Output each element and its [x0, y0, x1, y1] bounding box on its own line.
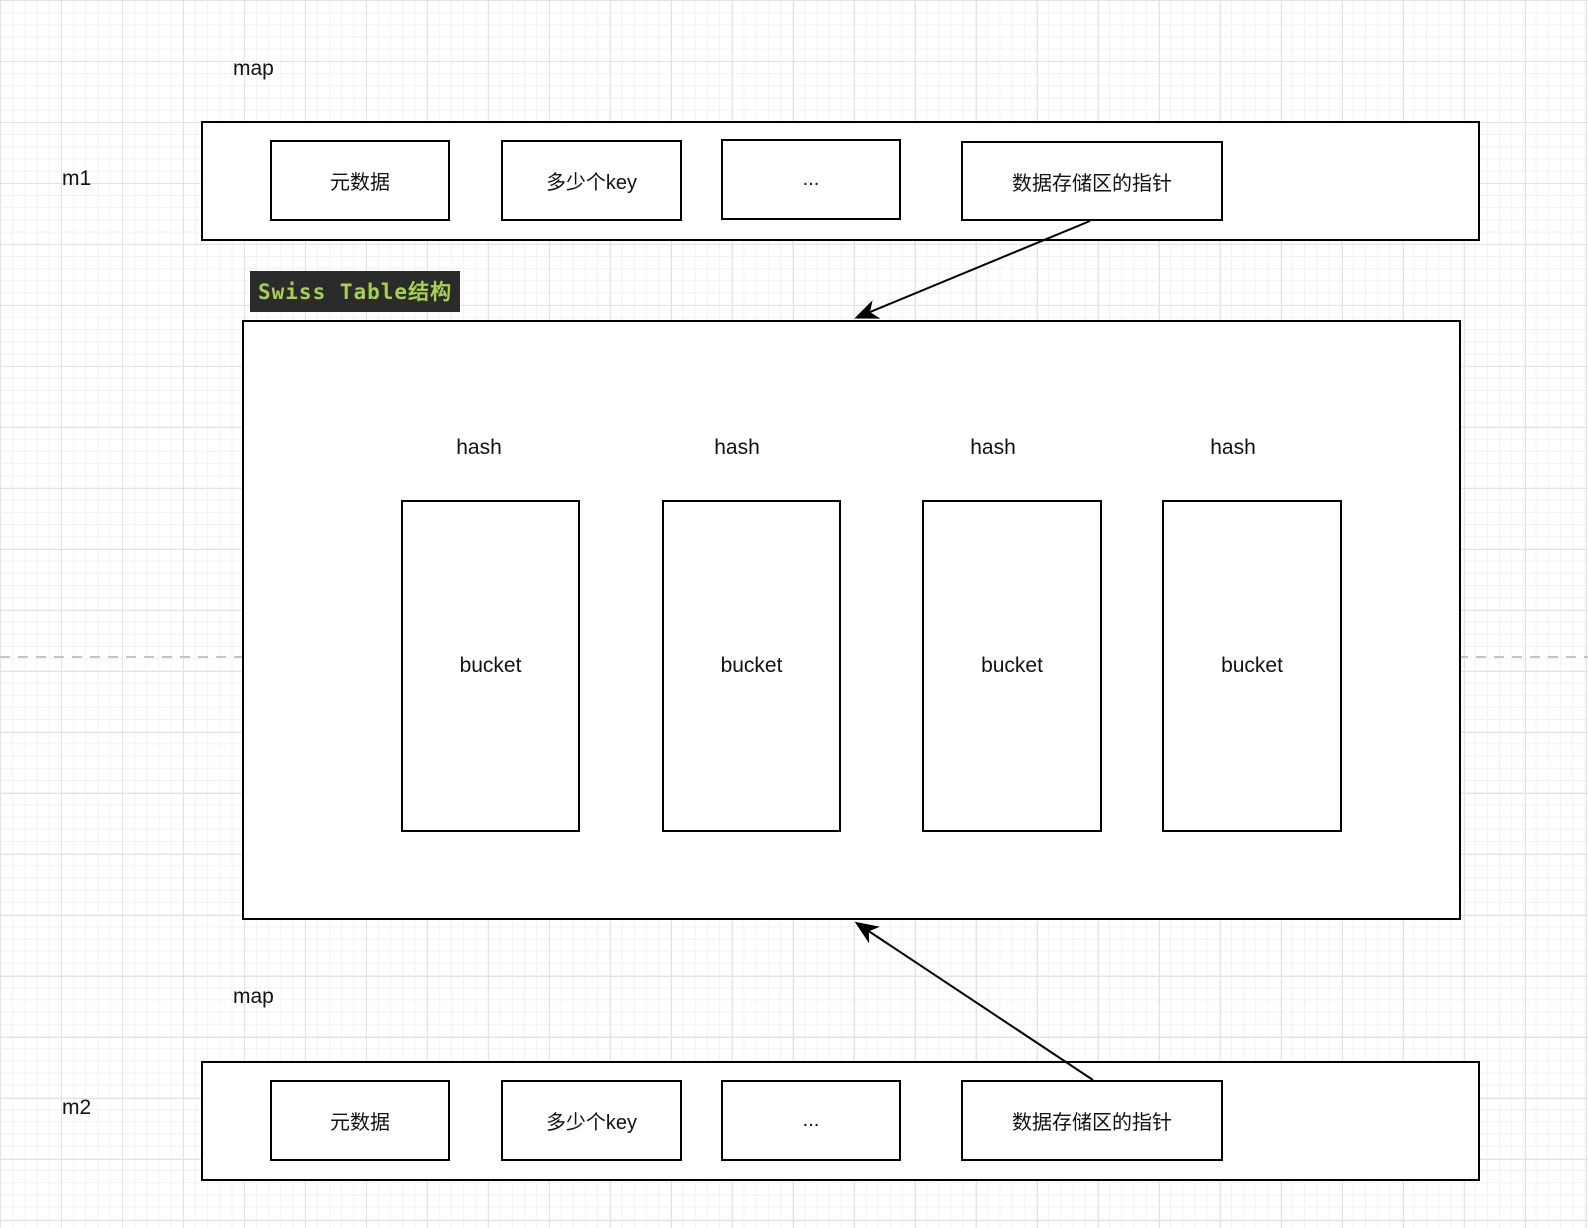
- m1-data-pointer-cell: 数据存储区的指针: [961, 141, 1223, 221]
- m1-map-title: map: [233, 57, 274, 80]
- arrow-m2-pointer-to-table: [854, 921, 1094, 1081]
- bucket-box-2: bucket: [662, 500, 841, 832]
- m1-keycount-cell: 多少个key: [501, 140, 682, 221]
- m2-ellipsis-cell: ...: [721, 1080, 901, 1161]
- hash-label-1: hash: [456, 436, 502, 459]
- bucket-box-4: bucket: [1162, 500, 1342, 832]
- m2-data-pointer-cell: 数据存储区的指针: [961, 1080, 1223, 1161]
- m1-metadata-cell: 元数据: [270, 140, 450, 221]
- hash-label-2: hash: [714, 436, 760, 459]
- hash-label-3: hash: [970, 436, 1016, 459]
- m2-map-title: map: [233, 985, 274, 1008]
- m1-ellipsis-cell: ...: [721, 139, 901, 220]
- swiss-table-title: Swiss Table结构: [250, 271, 461, 312]
- hash-label-4: hash: [1210, 436, 1256, 459]
- m1-row-label: m1: [62, 167, 92, 190]
- m2-keycount-cell: 多少个key: [501, 1080, 682, 1161]
- bucket-box-3: bucket: [922, 500, 1102, 832]
- m2-metadata-cell: 元数据: [270, 1080, 450, 1161]
- m2-row-label: m2: [62, 1096, 92, 1119]
- bucket-box-1: bucket: [401, 500, 580, 832]
